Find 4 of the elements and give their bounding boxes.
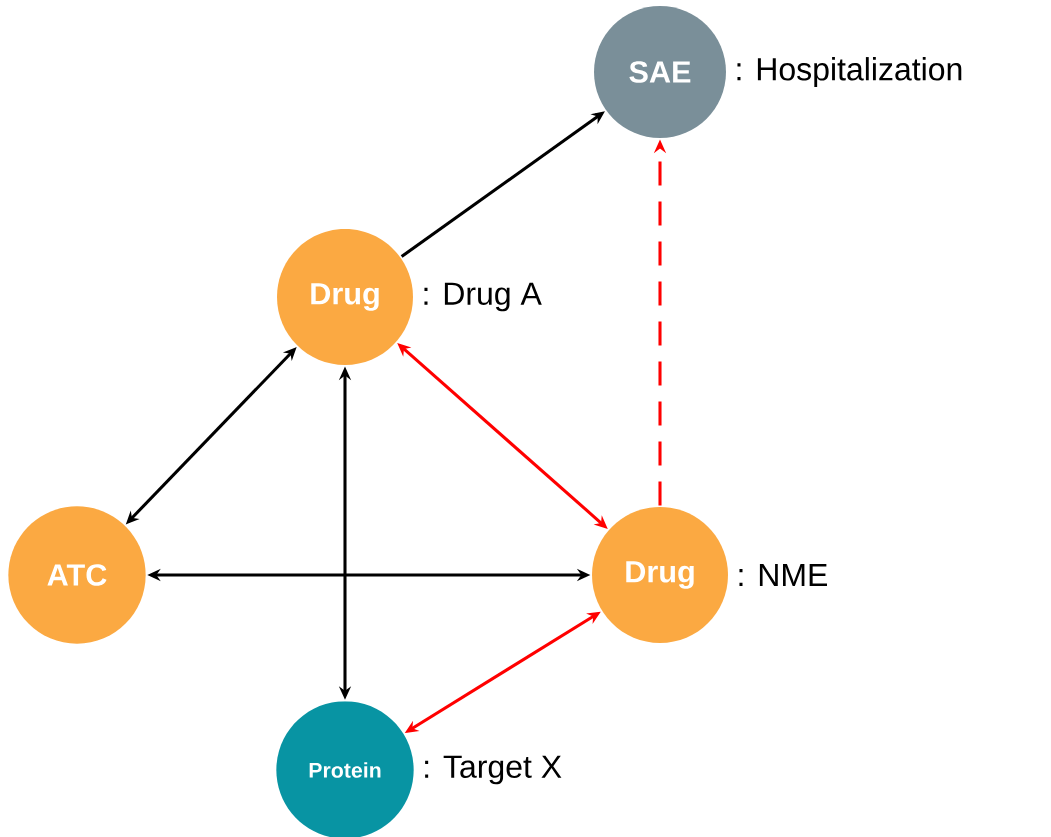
node-caption: : Drug A [424,282,542,312]
node-caption: : Hospitalization [737,57,962,87]
node-caption: : NME [739,564,827,586]
node-caption: : Target X [425,755,562,785]
